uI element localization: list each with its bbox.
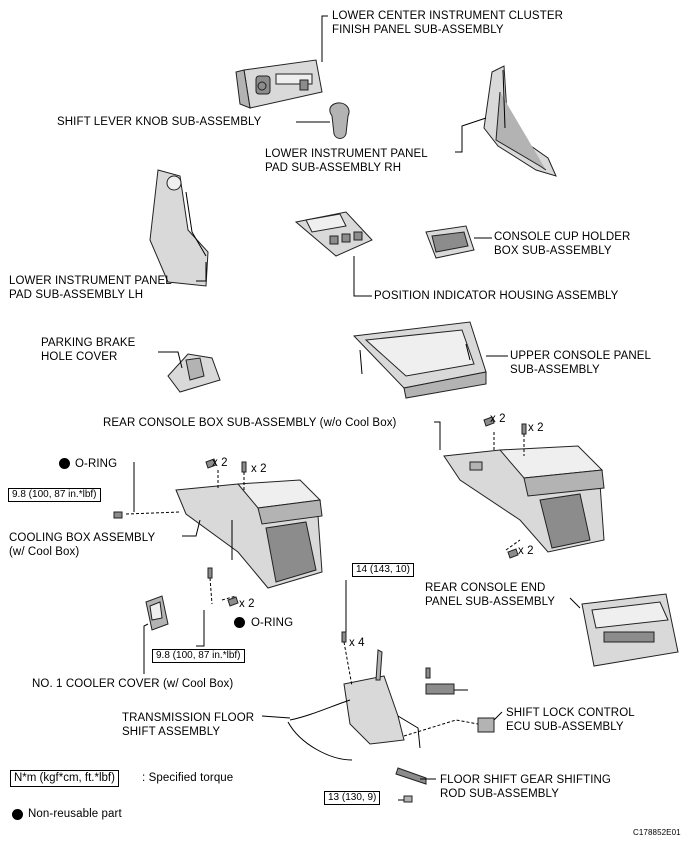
- qty-bolt-5: x 2: [518, 545, 534, 557]
- label-transmission-floor-shift: TRANSMISSION FLOOR SHIFT ASSEMBLY: [122, 712, 255, 738]
- shift-lock-bracket: [425, 683, 455, 695]
- non-reusable-dot-icon: [59, 458, 70, 469]
- shift-lock-control-ecu: [477, 717, 495, 733]
- label-rear-console-end: REAR CONSOLE END PANEL SUB-ASSEMBLY: [425, 582, 556, 608]
- label-lower-panel-pad-rh: LOWER INSTRUMENT PANEL PAD SUB-ASSEMBLY …: [265, 148, 428, 174]
- qty-bolt-2: x 2: [251, 463, 267, 475]
- label-cooling-box: COOLING BOX ASSEMBLY (w/ Cool Box): [9, 532, 156, 558]
- label-lower-panel-pad-lh: LOWER INSTRUMENT PANEL PAD SUB-ASSEMBLY …: [9, 275, 172, 301]
- torque-box-3: 14 (143, 10): [352, 563, 414, 577]
- figure-code: C178852E01: [633, 828, 681, 837]
- lower-center-cluster-panel: [235, 59, 323, 109]
- legend-torque-box: N*m (kgf*cm, ft.*lbf): [10, 770, 119, 787]
- legend-non-reusable-text: Non-reusable part: [28, 808, 122, 820]
- qty-bolt-4: x 2: [528, 422, 544, 434]
- bolt-icons: [113, 416, 527, 679]
- torque-box-1: 9.8 (100, 87 in.*lbf): [8, 488, 101, 502]
- cooling-box-assembly: [175, 479, 323, 589]
- lower-panel-pad-lh: [149, 169, 209, 287]
- label-shift-lever-knob: SHIFT LEVER KNOB SUB-ASSEMBLY: [57, 116, 262, 128]
- legend-torque-text: : Specified torque: [142, 772, 234, 784]
- label-lower-center-cluster: LOWER CENTER INSTRUMENT CLUSTER FINISH P…: [332, 10, 563, 36]
- label-console-cup-holder: CONSOLE CUP HOLDER BOX SUB-ASSEMBLY: [494, 231, 631, 257]
- shift-lever-knob: [329, 102, 350, 139]
- label-rear-console-box: REAR CONSOLE BOX SUB-ASSEMBLY (w/o Cool …: [103, 417, 397, 429]
- floor-shift-rod: [395, 767, 427, 803]
- torque-box-4: 13 (130, 9): [324, 791, 381, 805]
- label-position-indicator: POSITION INDICATOR HOUSING ASSEMBLY: [374, 290, 619, 302]
- qty-bolt-7: x 4: [349, 637, 365, 649]
- transmission-floor-shift: [287, 649, 421, 761]
- upper-console-panel: [352, 321, 487, 399]
- non-reusable-dot-icon: [234, 617, 245, 628]
- lower-panel-pad-rh: [483, 65, 557, 177]
- rear-console-box: [443, 445, 605, 553]
- cooler-cover: [145, 595, 169, 631]
- label-o-ring-bottom: O-RING: [251, 617, 294, 629]
- label-parking-brake-cover: PARKING BRAKE HOLE COVER: [41, 337, 136, 363]
- console-cup-holder-box: [425, 225, 475, 259]
- rear-console-end-panel: [581, 593, 679, 667]
- torque-box-2: 9.8 (100, 87 in.*lbf): [152, 649, 245, 663]
- position-indicator-housing: [294, 211, 373, 257]
- leader-lines: [125, 15, 581, 801]
- label-shift-lock-ecu: SHIFT LOCK CONTROL ECU SUB-ASSEMBLY: [506, 707, 635, 733]
- label-upper-console-panel: UPPER CONSOLE PANEL SUB-ASSEMBLY: [510, 350, 652, 376]
- label-floor-shift-rod: FLOOR SHIFT GEAR SHIFTING ROD SUB-ASSEMB…: [440, 774, 611, 800]
- label-cooler-cover: NO. 1 COOLER COVER (w/ Cool Box): [32, 678, 234, 690]
- parking-brake-hole-cover: [167, 353, 221, 393]
- qty-bolt-3: x 2: [490, 413, 506, 425]
- qty-bolt-1: x 2: [212, 457, 228, 469]
- legend-non-reusable-dot-icon: [12, 809, 23, 820]
- label-o-ring-top: O-RING: [75, 458, 118, 470]
- qty-bolt-6: x 2: [239, 598, 255, 610]
